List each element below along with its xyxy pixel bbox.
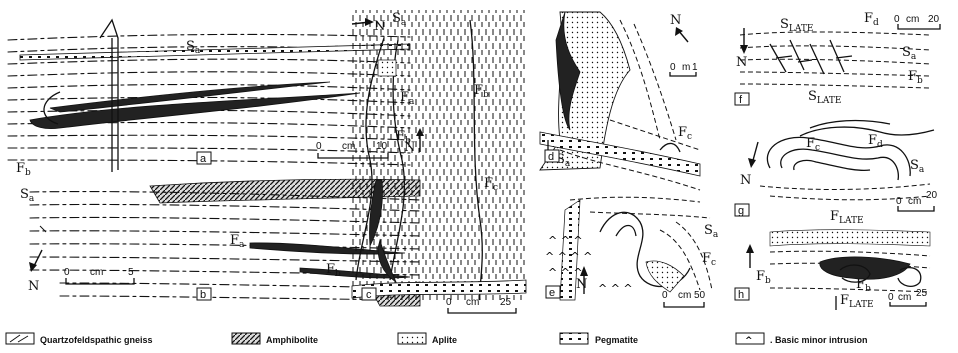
svg-text:25: 25 xyxy=(916,288,928,299)
panel-e-letter: e xyxy=(549,287,555,299)
panel-f-north-arrow: N xyxy=(736,28,748,70)
panel-g-north-label: N xyxy=(740,173,751,188)
panel-d-letter: d xyxy=(548,151,554,163)
panel-b-north-label: N xyxy=(28,279,39,294)
svg-text:25: 25 xyxy=(500,297,512,308)
panel-a-label-sa-main: S xyxy=(186,39,195,54)
svg-text:0: 0 xyxy=(896,196,902,207)
svg-text:^ ^ ^ ^: ^ ^ ^ ^ xyxy=(545,250,592,263)
panel-h-letter: h xyxy=(738,289,744,301)
svg-text:^ ^ ^: ^ ^ ^ xyxy=(598,282,633,295)
svg-text:0: 0 xyxy=(888,292,894,303)
panel-f-label-fb: Fb xyxy=(908,69,923,86)
panel-g-north-arrow: N xyxy=(740,142,758,188)
svg-text:^ ^ ^: ^ ^ ^ xyxy=(548,234,583,247)
panel-h-label-flate: FLATE xyxy=(840,293,874,310)
legend-item-aplite: Aplite xyxy=(398,333,457,345)
panel-c-letter: c xyxy=(366,289,372,301)
legend-label-pegmatite: Pegmatite xyxy=(595,335,638,345)
panel-d-scale-bar: 0 m 1 xyxy=(670,62,698,76)
panel-c-north-label: N xyxy=(374,19,385,34)
svg-text:0: 0 xyxy=(662,290,668,301)
legend-item-amphibolite: Amphibolite xyxy=(232,333,318,345)
svg-text:cm: cm xyxy=(678,290,691,301)
panel-a-label-sa: Sa xyxy=(186,39,201,56)
svg-text:5: 5 xyxy=(128,267,134,278)
legend-item-basic-intrusion: ^ . Basic minor intrusion xyxy=(736,333,868,346)
panel-f-label-fd: Fd xyxy=(864,11,879,28)
svg-text:0: 0 xyxy=(894,14,900,25)
svg-text:cm: cm xyxy=(898,292,911,303)
panel-b-label-sa: Sa xyxy=(20,187,35,204)
legend-item-pegmatite: Pegmatite xyxy=(560,333,638,345)
legend-label-basic-intrusion: . Basic minor intrusion xyxy=(770,335,868,345)
panel-e: ^ ^ ^ ^ ^ ^ ^ ^ ^ ^ ^ ^ ^ xyxy=(545,197,712,300)
panel-h-label-fb-arrow: Fb xyxy=(756,269,771,286)
panel-a-label-fb-main: F xyxy=(16,161,25,176)
svg-text:cm: cm xyxy=(908,196,921,207)
panel-d-label-fc: Fc xyxy=(678,125,692,142)
legend-item-gneiss: Quartzofeldspathic gneiss xyxy=(6,333,153,345)
svg-text:cm: cm xyxy=(90,267,103,278)
panel-a-letter: a xyxy=(200,153,207,165)
panel-b-letter: b xyxy=(200,289,206,301)
legend-label-gneiss: Quartzofeldspathic gneiss xyxy=(40,335,153,345)
panel-b-label-fa: Fa xyxy=(230,233,245,250)
panel-f-label-slate-1: SLATE xyxy=(780,17,813,34)
panel-e-north-label: N xyxy=(576,277,587,292)
panel-h-north-arrow xyxy=(746,244,754,268)
panel-b-label-fb: Fb xyxy=(326,262,341,279)
svg-text:0: 0 xyxy=(446,297,452,308)
svg-text:cm: cm xyxy=(906,14,919,25)
panel-g xyxy=(760,121,934,200)
panel-g-label-fd: Fd xyxy=(868,133,883,150)
panel-g-label-flate: FLATE xyxy=(830,209,864,226)
svg-text:20: 20 xyxy=(926,190,938,201)
legend-label-aplite: Aplite xyxy=(432,335,457,345)
panel-d-north-label: N xyxy=(670,13,681,28)
panel-e-scale-bar: 0 cm 50 xyxy=(662,290,706,307)
panel-b-scale-bar: 0 cm 5 xyxy=(64,267,134,284)
panel-g-label-sa: Sa xyxy=(910,158,925,175)
panel-e-label-fc: Fc xyxy=(702,251,716,268)
legend-label-amphibolite: Amphibolite xyxy=(266,335,318,345)
panel-a-label-sa-sub: a xyxy=(195,46,201,56)
panel-a-scale-zero: 0 xyxy=(316,141,322,152)
panel-a-label-fb: Fb xyxy=(16,161,31,178)
svg-text:0: 0 xyxy=(670,62,676,73)
panel-a-label-fb-sub: b xyxy=(25,168,31,178)
panel-f-scale-bar: 0 cm 20 xyxy=(894,14,940,29)
panel-g-label-fc: Fc xyxy=(806,136,820,153)
panel-f-north-label: N xyxy=(736,55,747,70)
panel-f-label-sa: Sa xyxy=(902,45,917,62)
svg-text:1: 1 xyxy=(692,62,698,73)
legend: Quartzofeldspathic gneiss Amphibolite Ap… xyxy=(6,333,868,346)
svg-text:0: 0 xyxy=(64,267,70,278)
panel-d-north-arrow: N xyxy=(670,13,688,42)
panel-g-letter: g xyxy=(738,205,744,217)
svg-text:50: 50 xyxy=(694,290,706,301)
svg-text:cm: cm xyxy=(466,297,479,308)
svg-text:20: 20 xyxy=(928,14,940,25)
svg-text:^: ^ xyxy=(745,336,753,346)
panel-f-label-slate-2: SLATE xyxy=(808,89,841,106)
panel-c xyxy=(352,10,526,300)
panel-e-label-sa: Sa xyxy=(704,223,719,240)
svg-text:m: m xyxy=(682,62,690,73)
panel-g-scale-bar: 0 cm 20 xyxy=(896,190,938,211)
